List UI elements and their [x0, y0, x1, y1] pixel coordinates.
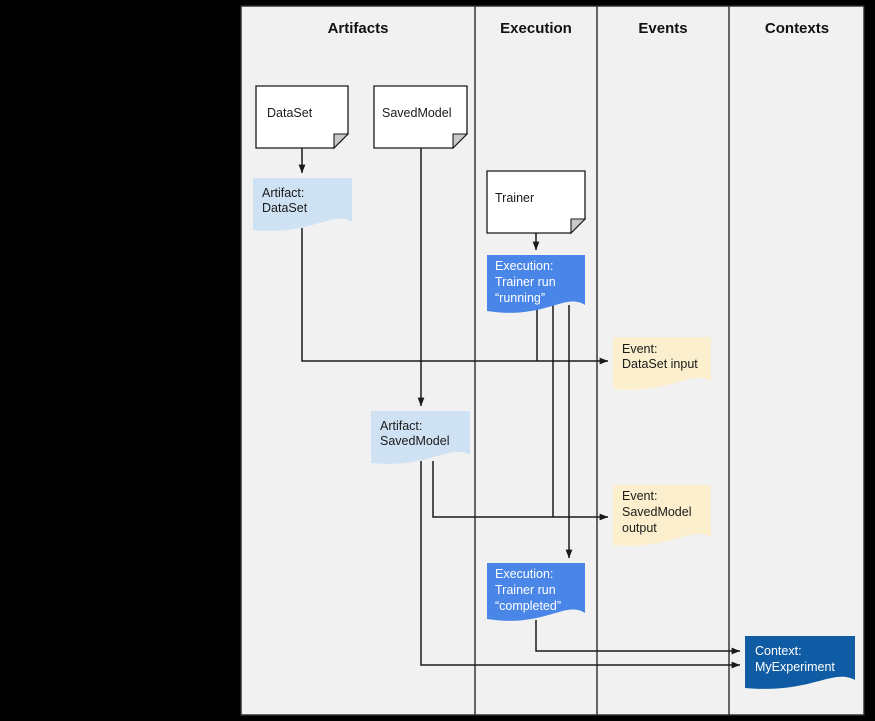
- note-shape: [487, 563, 585, 621]
- column-header-events: Events: [638, 20, 687, 37]
- column-header-artifacts: Artifacts: [328, 20, 389, 37]
- node-label-line3: output: [622, 521, 657, 535]
- note-shape: [487, 255, 585, 313]
- column-header-contexts: Contexts: [765, 20, 829, 37]
- node-label-line3: “completed”: [495, 599, 561, 613]
- column-headers: Artifacts Execution Events Contexts: [328, 20, 830, 37]
- note-shape: [613, 337, 711, 390]
- node-label-line3: “running”: [495, 291, 545, 305]
- node-label-line2: Trainer run: [495, 275, 556, 289]
- node-exec-running[interactable]: Execution: Trainer run “running”: [487, 255, 585, 313]
- node-label: Trainer: [495, 191, 534, 205]
- note-shape: [253, 178, 352, 231]
- node-label-line1: Event:: [622, 342, 657, 356]
- node-label-line2: MyExperiment: [755, 660, 835, 674]
- node-label-line2: Trainer run: [495, 583, 556, 597]
- node-label-line1: Artifact:: [380, 419, 422, 433]
- connector-exec-completed-to-context: [535, 620, 741, 655]
- node-context-myexperiment[interactable]: Context: MyExperiment: [745, 636, 855, 689]
- node-label-line2: SavedModel: [622, 505, 692, 519]
- node-label-line2: DataSet input: [622, 357, 698, 371]
- node-exec-completed[interactable]: Execution: Trainer run “completed”: [487, 563, 585, 621]
- node-label: DataSet: [267, 106, 313, 120]
- node-label-line1: Execution:: [495, 567, 553, 581]
- document-fold-icon: [452, 133, 469, 150]
- connector-artifact-dataset-to-event-input: [301, 228, 609, 365]
- node-label-line1: Context:: [755, 644, 802, 658]
- node-label-line1: Event:: [622, 489, 657, 503]
- node-label-line1: Artifact:: [262, 186, 304, 200]
- node-doc-savedmodel[interactable]: SavedModel: [373, 85, 469, 150]
- node-doc-trainer[interactable]: Trainer: [486, 170, 587, 235]
- connector-layer: [298, 148, 741, 669]
- note-shape: [745, 636, 855, 689]
- note-shape: [371, 411, 470, 464]
- node-artifact-dataset[interactable]: Artifact: DataSet: [253, 178, 352, 231]
- node-label-line2: DataSet: [262, 201, 308, 215]
- node-event-dataset-input[interactable]: Event: DataSet input: [613, 337, 711, 390]
- note-shape: [613, 485, 711, 546]
- connector-artifact-savedmodel-to-context: [420, 461, 741, 669]
- document-fold-icon: [333, 133, 350, 150]
- node-doc-dataset[interactable]: DataSet: [255, 85, 350, 150]
- node-label-line1: Execution:: [495, 259, 553, 273]
- node-label: SavedModel: [382, 106, 452, 120]
- column-header-execution: Execution: [500, 20, 572, 37]
- node-artifact-savedmodel[interactable]: Artifact: SavedModel: [371, 411, 470, 464]
- node-event-savedmodel-output[interactable]: Event: SavedModel output: [613, 485, 711, 546]
- connector-artifact-savedmodel-to-event-output: [432, 461, 609, 521]
- node-label-line2: SavedModel: [380, 434, 450, 448]
- document-fold-icon: [570, 218, 587, 235]
